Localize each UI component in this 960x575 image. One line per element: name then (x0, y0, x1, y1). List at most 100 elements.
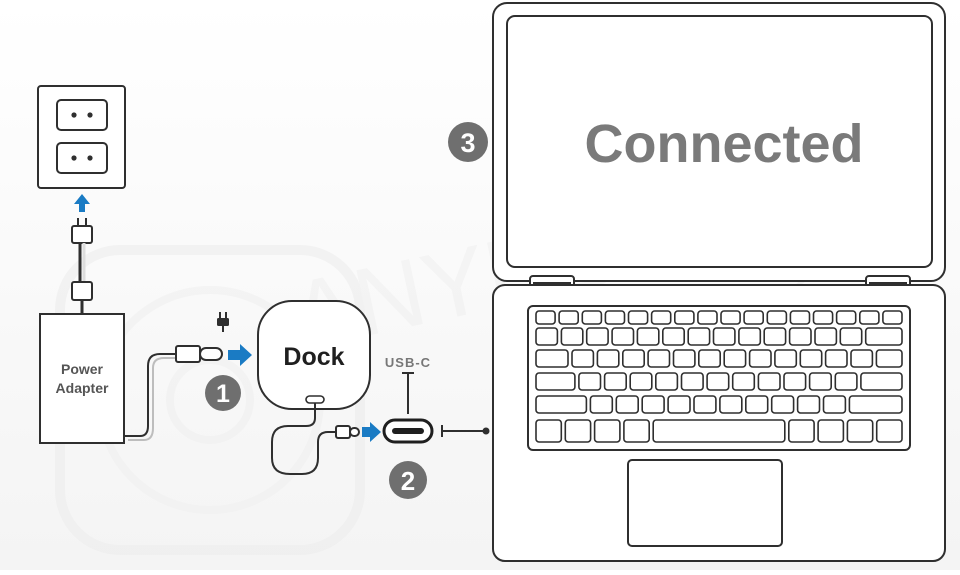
usb-c-arrow (362, 422, 381, 442)
keyboard-key (535, 349, 569, 368)
keyboard-key (738, 327, 762, 346)
keyboard-key (558, 310, 579, 325)
keyboard-key (621, 349, 645, 368)
keyboard-key (585, 327, 609, 346)
keyboard-key (799, 349, 823, 368)
keyboard-key (748, 349, 772, 368)
keyboard-key (882, 310, 903, 325)
step-2-badge: 2 (389, 461, 427, 499)
keyboard-key (822, 395, 847, 414)
keyboard-key (787, 419, 815, 443)
keyboard-key (697, 349, 721, 368)
power-plug-icon (71, 218, 93, 314)
keyboard-key (757, 372, 781, 391)
power-adapter: Power Adapter (39, 313, 125, 444)
keyboard-key (535, 419, 563, 443)
keyboard-key (615, 395, 639, 414)
keyboard-key (860, 372, 903, 391)
keyboard-key (848, 395, 903, 414)
keyboard-key (673, 310, 695, 325)
keyboard-key (875, 349, 903, 368)
keyboard-key (763, 327, 787, 346)
keyboard-key (774, 349, 798, 368)
keyboard-key (560, 327, 584, 346)
keyboard-key (839, 327, 863, 346)
keyboard-key (535, 310, 556, 325)
keyboard-key (835, 310, 857, 325)
keyboard-key (720, 310, 741, 325)
usb-c-connector-icon: USB-C (382, 355, 490, 444)
keyboard-key (766, 310, 788, 325)
laptop-screen: Connected (492, 2, 946, 282)
keyboard-key (603, 372, 627, 391)
keyboard-key (535, 327, 559, 346)
keyboard-key (789, 310, 811, 325)
keyboard-key (846, 419, 874, 443)
wall-outlet-icon (37, 85, 126, 189)
step-1-number: 1 (216, 380, 230, 408)
keyboard-key (629, 372, 653, 391)
step-2-number: 2 (401, 466, 415, 496)
keyboard-key (680, 372, 704, 391)
keyboard-key (712, 327, 736, 346)
keyboard-key (654, 372, 679, 391)
keyboard-key (578, 372, 602, 391)
keyboard-key (641, 395, 665, 414)
keyboard-key (783, 372, 807, 391)
keyboard-key (672, 349, 696, 368)
dock-input-arrow (228, 344, 252, 366)
keyboard-key (858, 310, 880, 325)
keyboard-key (850, 349, 874, 368)
step-1-badge: 1 (205, 375, 241, 411)
power-adapter-label-line1: Power (61, 361, 104, 377)
plug-in-arrow (74, 194, 90, 212)
keyboard-key (667, 395, 691, 414)
keyboard-key (824, 349, 848, 368)
power-plug-icon (217, 312, 229, 332)
adapter-cable (124, 345, 223, 441)
keyboard-key (623, 419, 651, 443)
keyboard-key (812, 310, 834, 325)
keyboard-key (719, 395, 743, 414)
keyboard-key (697, 310, 718, 325)
keyboard-key (687, 327, 711, 346)
keyboard-key (770, 395, 795, 414)
step-3-number: 3 (460, 128, 475, 158)
laptop-base (492, 284, 946, 562)
step-3-badge: 3 (448, 122, 488, 162)
keyboard-key (808, 372, 832, 391)
keyboard-key (744, 395, 769, 414)
keyboard-key (743, 310, 764, 325)
keyboard-key (604, 310, 626, 325)
keyboard-key (571, 349, 595, 368)
keyboard-key (535, 395, 588, 414)
keyboard-key (650, 310, 672, 325)
keyboard-key (731, 372, 756, 391)
power-adapter-label-line2: Adapter (56, 380, 109, 396)
keyboard-key (875, 419, 903, 443)
keyboard-key (661, 327, 685, 346)
keyboard-keys (535, 310, 903, 443)
keyboard-key (627, 310, 649, 325)
keyboard-key (535, 372, 576, 391)
touchpad (627, 459, 783, 547)
keyboard-key (636, 327, 660, 346)
dock-label: Dock (283, 343, 344, 371)
keyboard-key (652, 419, 786, 443)
keyboard-key (593, 419, 621, 443)
dock-usb-port (305, 395, 325, 404)
connected-status-text: Connected (584, 114, 863, 174)
keyboard-key (834, 372, 858, 391)
keyboard-key (611, 327, 635, 346)
keyboard-key (647, 349, 671, 368)
keyboard-key (723, 349, 747, 368)
keyboard-key (796, 395, 821, 414)
usb-c-label: USB-C (385, 355, 431, 370)
keyboard-key (864, 327, 903, 346)
keyboard-key (693, 395, 717, 414)
keyboard-key (706, 372, 730, 391)
keyboard-key (814, 327, 838, 346)
dock-cable (271, 403, 360, 475)
keyboard-key (596, 349, 620, 368)
